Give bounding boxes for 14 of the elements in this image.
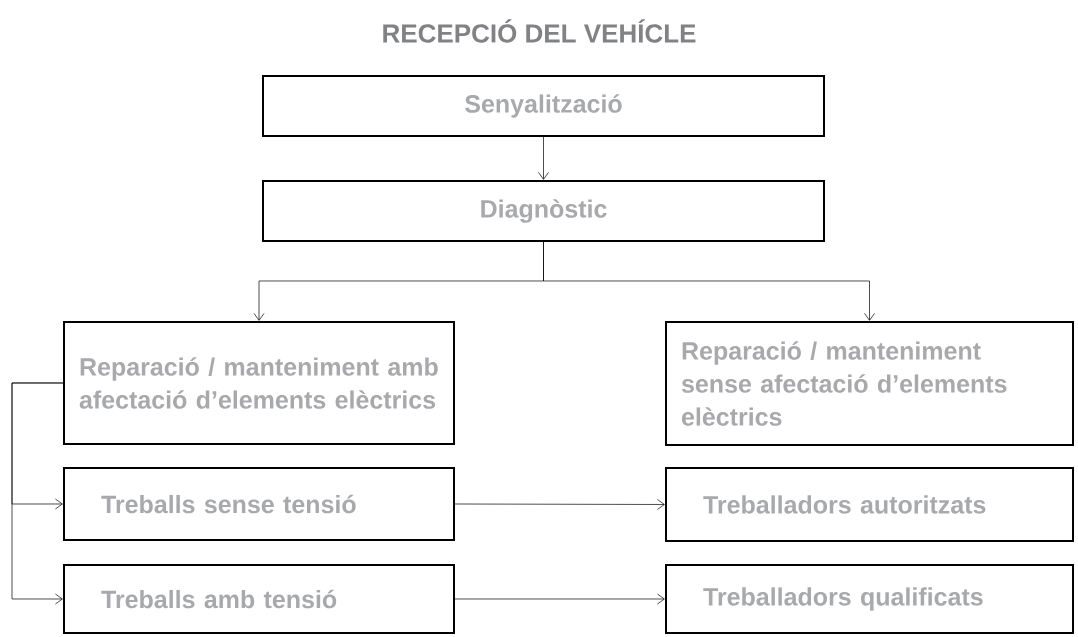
process-box: Senyalització — [262, 75, 825, 137]
process-box: Treballadors qualificats — [665, 564, 1074, 634]
arrow — [11, 382, 64, 605]
arrow — [454, 593, 665, 605]
process-box: Treballs amb tensió — [63, 564, 455, 634]
arrow — [543, 241, 875, 321]
arrow — [538, 136, 549, 180]
process-box: Treballadors autoritzats — [665, 467, 1074, 542]
process-box: Reparació / manteniment amb afectació d’elements elèctrics — [63, 321, 455, 445]
process-box: Diagnòstic — [262, 180, 825, 242]
title: RECEPCIÓ DEL VEHÍCLE — [383, 19, 696, 43]
arrow — [454, 499, 665, 510]
process-box: Reparació / manteniment sense afectació d’elements elèctrics — [665, 321, 1074, 446]
process-box: Treballs sense tensió — [63, 467, 455, 541]
